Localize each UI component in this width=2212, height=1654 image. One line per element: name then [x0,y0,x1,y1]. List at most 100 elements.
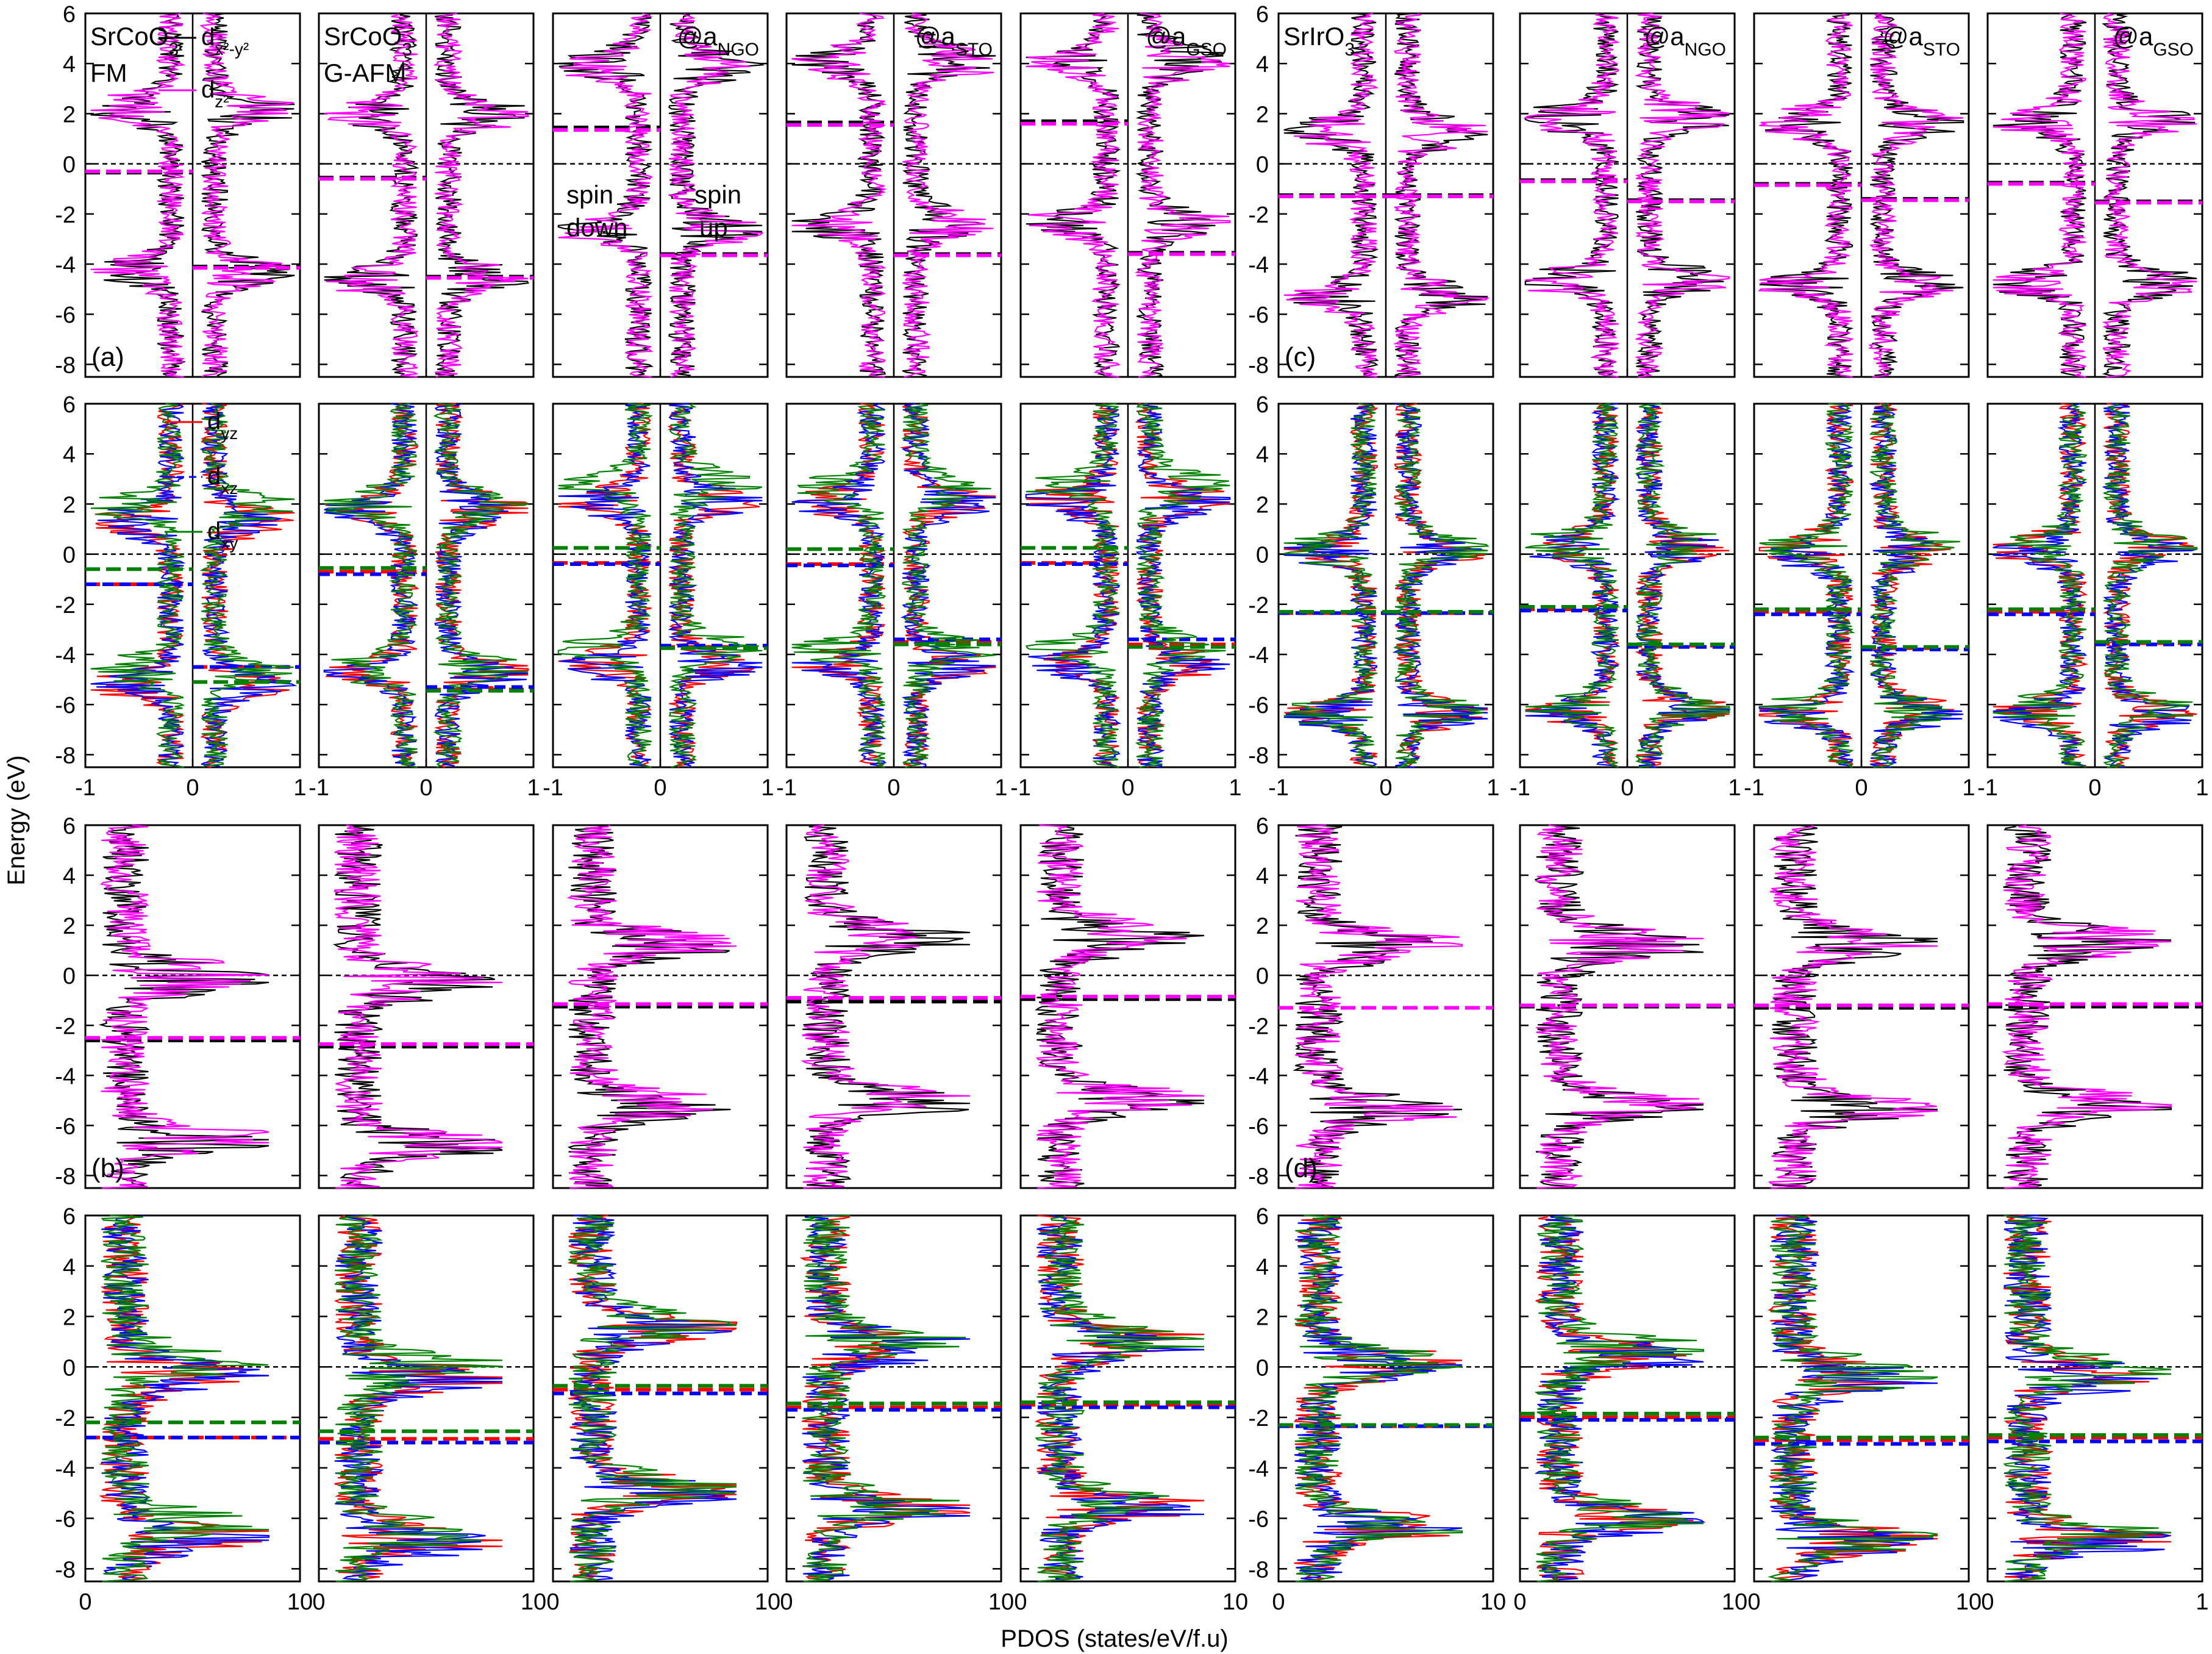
x-tick-label: 10 [1956,1589,1982,1615]
panel-frame [1986,1214,2203,1583]
dos-curve-dxy [334,1214,503,1583]
dos-curve-dxy [568,1214,737,1583]
panel-frame [785,824,1002,1189]
legend-label-dxy: dxy [207,518,238,553]
panel-r3-c7 [1519,824,1736,1189]
column-title-sub: GSO [1186,40,1227,60]
panel-r1-c4: @aSTO [785,12,1002,378]
x-tick-label: 1 [527,775,540,801]
panel-frame [84,824,301,1189]
x-tick-label: 1 [1728,775,1741,801]
panel-frame [1753,1214,1970,1583]
spin-up-label: up [699,213,728,242]
panel-frame [1277,1214,1494,1583]
y-tick-label: 6 [63,392,76,418]
column-title-main: SrCoO [324,22,402,51]
x-tick-label: -1 [1268,775,1289,801]
y-tick-label: -6 [55,1114,76,1139]
dos-curve-dz2-spin-up [199,12,294,378]
dos-curve-dxy [1294,1214,1463,1583]
dos-curve-dz2-spin-up [1634,12,1730,378]
y-tick-label: 6 [63,814,76,839]
dos-curve-dxy [1534,1214,1705,1583]
y-axis-label: Energy (eV) [3,755,30,885]
x-tick-label: -1 [1977,775,1998,801]
column-title-sub: STO [955,40,993,60]
y-tick-label: 2 [1256,914,1269,939]
y-tick-label: -8 [55,1164,76,1189]
column-title-main: SrCoO [90,22,168,51]
x-tick-label: 0 [1747,1589,1760,1615]
dos-curve-dxz-spin-up [668,403,763,768]
x-tick-label: 1 [2196,1589,2208,1615]
y-tick-label: 4 [1256,52,1269,77]
spin-up-label: spin [694,180,741,209]
x-tick-label: 1 [1229,775,1241,801]
column-title-sub: GSO [2153,40,2194,60]
y-tick-label: -4 [55,252,76,278]
x-tick-label: 10 [1722,1589,1747,1615]
x-tick-label: 0 [1981,1589,1994,1615]
legend-label-sub: x²-y² [215,40,249,59]
y-tick-label: 6 [1256,392,1269,418]
panel-grid: -8-6-4-20246SrCoO3FM(a)dx²-y²dz²SrCoO3G-… [55,2,2208,1615]
y-tick-label: 4 [63,442,76,468]
y-tick-label: -2 [1248,202,1269,228]
panel-frame [1019,1214,1236,1583]
y-tick-label: -6 [1248,693,1269,718]
panel-r1-c8: @aSTO [1753,12,1970,378]
x-tick-label: 10 [988,1589,1014,1615]
column-title: @aSTO [915,22,993,60]
x-tick-label: 1 [994,775,1007,801]
y-tick-label: -2 [55,1406,76,1431]
dos-curve-dxy-spin-down [1993,403,2088,768]
x-tick-label: 1 [761,775,774,801]
column-title-sub: STO [1923,40,1960,60]
panel-r1-c7: @aNGO [1519,12,1736,378]
x-tick-label: 10 [755,1589,780,1615]
panel-r1-c9: @aGSO [1986,12,2203,378]
dos-curve-dz2-spin-down [1523,13,1620,378]
dos-curve-dxy [1768,1214,1938,1583]
dos-curve-dz2-spin-down [558,12,654,378]
dos-curve-dyz-spin-up [667,403,760,768]
y-tick-label: -8 [55,1557,76,1583]
dos-curve-dz2-spin-up [433,12,529,378]
panel-letter: (a) [91,342,124,372]
dos-curve-dz2 [566,825,737,1189]
dos-curve-dz2 [2001,824,2172,1189]
dos-curve-dxy [101,1214,269,1583]
y-tick-label: 6 [63,1204,76,1230]
dos-curve-dxy-spin-up [199,403,295,768]
dos-curve-dxy-spin-up [1869,403,1960,768]
column-title: @aGSO [2113,22,2194,60]
dos-curve-dxy [2003,1214,2172,1583]
y-tick-label: -2 [1248,1014,1269,1039]
y-tick-label: 0 [1256,964,1269,989]
column-title-sub: 3 [1344,40,1355,60]
column-title-main: @a [677,22,718,51]
dos-curve-dxy-spin-up [2102,403,2198,768]
x-tick-label: 0 [546,1589,559,1615]
y-tick-label: -4 [55,1064,76,1089]
x-tick-label: 0 [1121,775,1134,801]
legend-label-dz2: dz² [201,76,229,111]
legend-label-base: d [207,518,221,545]
y-tick-label: 0 [63,543,76,568]
dos-curve-dz2-spin-down [324,13,419,378]
y-tick-label: 4 [63,52,76,77]
y-tick-label: -2 [55,202,76,228]
y-tick-label: -6 [1248,1507,1269,1533]
